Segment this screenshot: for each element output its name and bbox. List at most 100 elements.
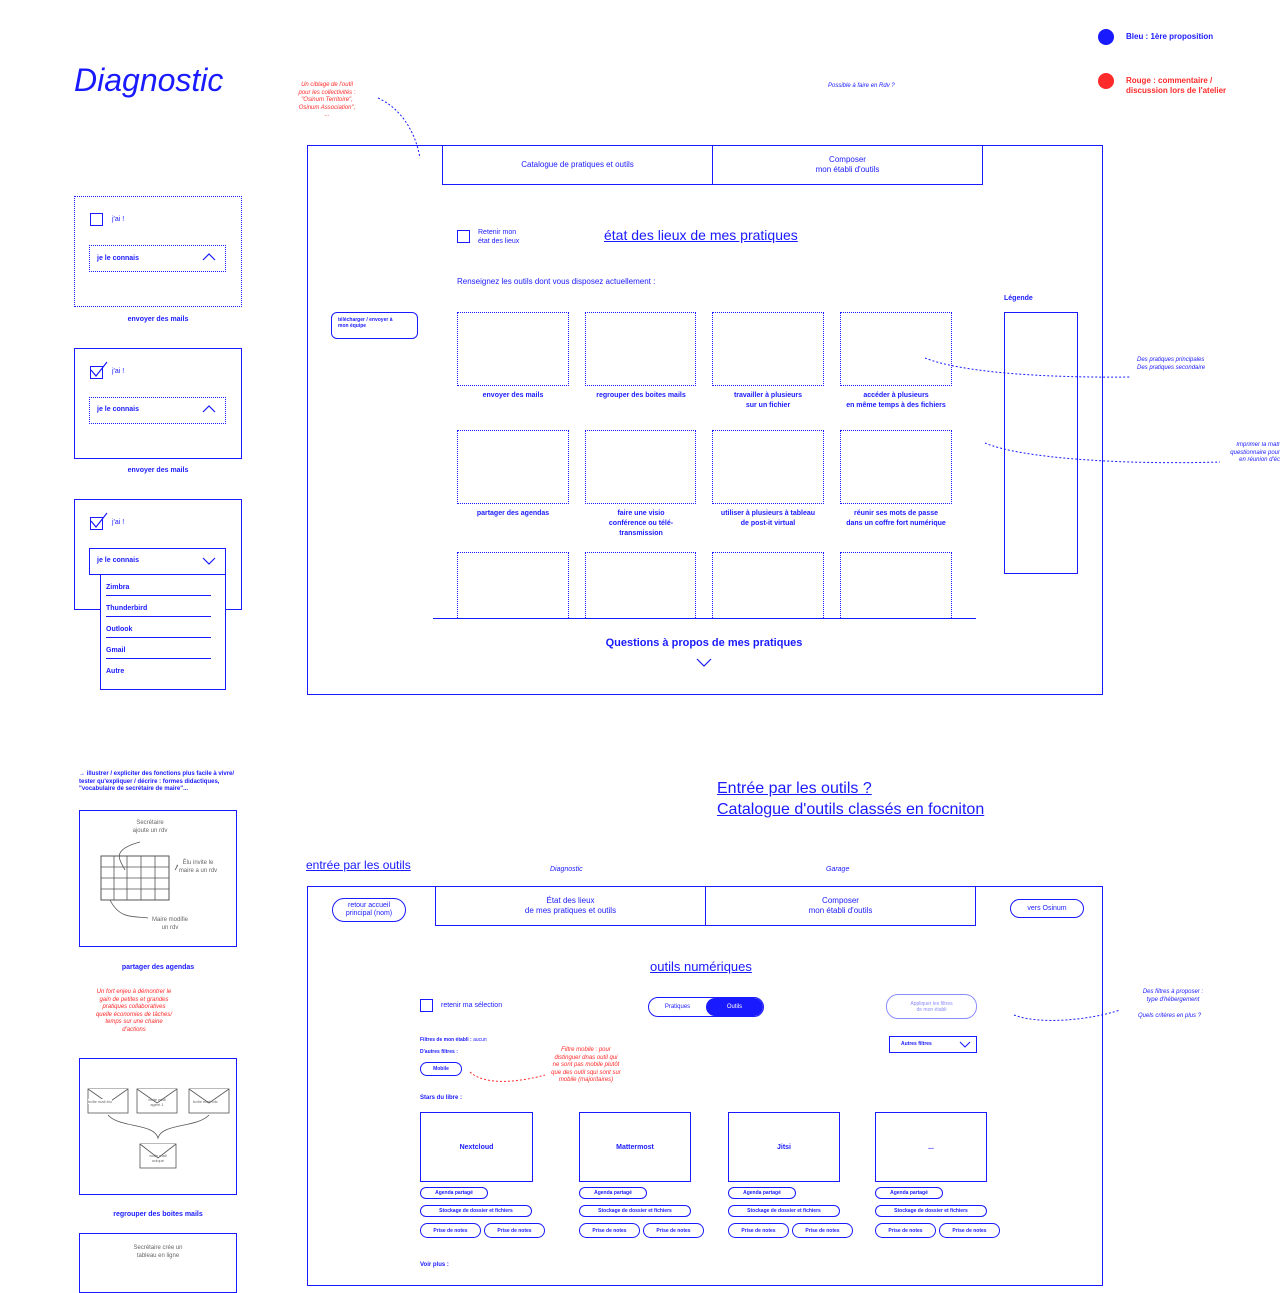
vers-osinum-button[interactable]: vers Osinum	[1010, 899, 1084, 918]
instruction-text: Renseignez les outils dont vous disposez…	[457, 277, 656, 286]
tag-stockage[interactable]: Stockage de dossier et fichiers	[728, 1205, 840, 1217]
tableau-illustration	[79, 1233, 237, 1293]
connais-label: je le connais	[97, 406, 140, 413]
chevron-down-icon[interactable]	[696, 658, 712, 668]
questions-link[interactable]: Questions à propos de mes pratiques	[605, 637, 803, 649]
note-filtres: Des filtres à proposer :type d'hébergeme…	[1142, 989, 1204, 1003]
card-travailler-fichier[interactable]	[712, 312, 824, 386]
tag-notes[interactable]: Prise de notes	[484, 1223, 545, 1238]
garage-label: Garage	[826, 866, 850, 873]
mail-elu-label: boîte mail élu	[88, 1099, 112, 1104]
option-autre[interactable]: Autre	[106, 668, 125, 675]
boites-illustration	[79, 1058, 237, 1195]
tab-catalogue[interactable]: Catalogue de pratiques et outils	[442, 145, 713, 185]
fold-divider	[433, 618, 976, 619]
illustrer-note: → illustrer / expliciter des fonctions p…	[79, 771, 235, 792]
section-heading: état des lieux de mes pratiques	[604, 227, 798, 243]
tool-card-jitsi[interactable]: Jitsi	[728, 1112, 840, 1182]
card-visio[interactable]	[585, 430, 696, 504]
voir-plus-heading: Voir plus :	[420, 1262, 449, 1268]
legende-panel	[1004, 312, 1078, 574]
page-title: Diagnostic	[74, 62, 224, 98]
tag-agenda[interactable]: Agenda partagé	[875, 1187, 943, 1199]
option-thunderbird[interactable]: Thunderbird	[106, 605, 211, 617]
card-row3-1[interactable]	[457, 552, 569, 618]
card-mots-de-passe[interactable]	[840, 430, 952, 504]
tag-agenda[interactable]: Agenda partagé	[728, 1187, 796, 1199]
rdv-note: Possible à faire en Rdv ?	[828, 83, 895, 89]
option-gmail[interactable]: Gmail	[106, 647, 211, 659]
option-outlook[interactable]: Outlook	[106, 626, 211, 638]
caption-boites: regrouper des boites mails	[113, 1211, 203, 1218]
tag-notes[interactable]: Prise de notes	[875, 1223, 936, 1238]
tag-notes[interactable]: Prise de notes	[939, 1223, 1000, 1238]
jai-checkbox-checked[interactable]	[90, 517, 103, 530]
caption-agendas: partager des agendas	[121, 964, 195, 971]
jai-checkbox-checked[interactable]	[90, 366, 103, 379]
mobile-filter-chip[interactable]: Mobile	[420, 1062, 462, 1076]
tag-stockage[interactable]: Stockage de dossier et fichiers	[420, 1205, 532, 1217]
tool-card-mattermost[interactable]: Mattermost	[579, 1112, 691, 1182]
jai-label: j'ai !	[112, 368, 125, 375]
tool-card-nextcloud[interactable]: Nextcloud	[420, 1112, 533, 1182]
card-row3-2[interactable]	[585, 552, 696, 618]
check-icon	[90, 361, 108, 377]
card-row3-4[interactable]	[840, 552, 952, 618]
widget-caption: envoyer des mails	[127, 316, 189, 323]
chevron-down-icon	[959, 1041, 971, 1048]
retenir-selection-checkbox[interactable]	[420, 999, 433, 1012]
agenda-arrows	[109, 841, 179, 919]
card-post-it[interactable]	[712, 430, 824, 504]
connais-select[interactable]	[89, 397, 226, 424]
legend-red-label: Rouge : commentaire /discussion lors de …	[1126, 76, 1227, 96]
retenir-checkbox[interactable]	[457, 230, 470, 243]
autres-filtres-heading: D'autres filtres :	[420, 1049, 458, 1055]
section-title-outils: Entrée par les outils ?Catalogue d'outil…	[717, 780, 985, 818]
card-row3-3[interactable]	[712, 552, 824, 618]
legende-label: Légende	[1004, 295, 1033, 302]
tag-notes[interactable]: Prise de notes	[420, 1223, 481, 1238]
options-dropdown	[100, 574, 226, 690]
card-acceder-fichiers[interactable]	[840, 312, 952, 386]
check-icon	[90, 512, 108, 528]
card-partager-agendas[interactable]	[457, 430, 569, 504]
tag-notes[interactable]: Prise de notes	[579, 1223, 640, 1238]
tag-notes[interactable]: Prise de notes	[728, 1223, 789, 1238]
widget-unchecked	[74, 196, 242, 307]
widget-caption: envoyer des mails	[127, 467, 189, 474]
legend-blue-dot	[1098, 29, 1114, 45]
tag-notes[interactable]: Prise de notes	[643, 1223, 704, 1238]
option-zimbra[interactable]: Zimbra	[106, 584, 211, 596]
tag-agenda[interactable]: Agenda partagé	[420, 1187, 488, 1199]
connais-select[interactable]	[89, 245, 226, 272]
retenir-selection-label: retenir ma sélection	[441, 1002, 503, 1009]
tag-notes[interactable]: Prise de notes	[792, 1223, 853, 1238]
outils-heading: outils numériques	[650, 959, 752, 974]
tag-stockage[interactable]: Stockage de dossier et fichiers	[875, 1205, 987, 1217]
connais-label: je le connais	[97, 557, 140, 564]
jai-checkbox[interactable]	[90, 213, 103, 226]
toggle-outils[interactable]: Outils	[706, 998, 763, 1016]
pratiques-outils-toggle[interactable]: Pratiques Outils	[648, 997, 764, 1017]
tool-card-more[interactable]: ...	[875, 1112, 987, 1182]
card-envoyer-mails[interactable]	[457, 312, 569, 386]
autres-filtres-select[interactable]	[889, 1036, 977, 1053]
tag-stockage[interactable]: Stockage de dossier et fichiers	[579, 1205, 691, 1217]
card-regrouper-boites[interactable]	[585, 312, 696, 386]
toggle-pratiques[interactable]: Pratiques	[664, 1004, 691, 1010]
tag-agenda[interactable]: Agenda partagé	[579, 1187, 647, 1199]
